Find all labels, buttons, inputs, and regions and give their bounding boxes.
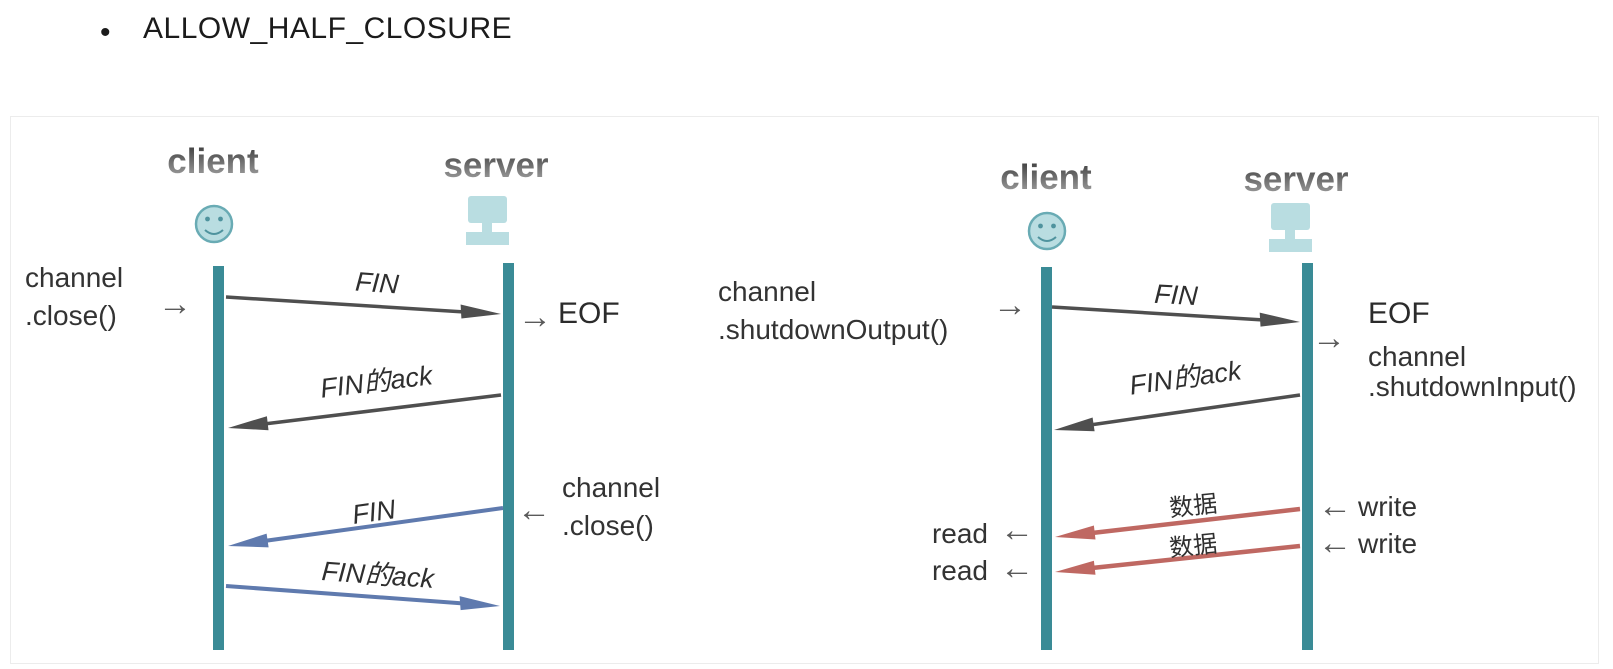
right-server-event-line3: .shutdownInput() <box>1368 371 1577 402</box>
arrow-left-icon: ← <box>1000 549 1034 587</box>
arrow-left-icon: ← <box>1000 511 1034 549</box>
left-server-trigger-line2: .close() <box>562 510 654 541</box>
arrow-right-icon: → <box>1312 319 1346 357</box>
page-title: ALLOW_HALF_CLOSURE <box>143 12 513 45</box>
left-client-label: client <box>143 142 283 182</box>
right-server-label: server <box>1226 160 1366 200</box>
left-eof-label: EOF <box>558 297 620 330</box>
arrow-right-icon: → <box>158 285 192 323</box>
right-message-data-2: 数据 <box>1168 530 1219 563</box>
right-write-label-1: write <box>1358 491 1418 522</box>
right-read-label-1: read <box>931 518 988 549</box>
right-server-event-line2: channel <box>1368 341 1467 372</box>
left-message-fin: FIN <box>354 266 400 300</box>
left-client-trigger-line1: channel <box>25 262 124 293</box>
right-client-label: client <box>976 158 1116 198</box>
bullet-point: • <box>100 16 111 49</box>
arrow-left-icon: ← <box>1318 524 1352 562</box>
right-client-trigger-line2: .shutdownOutput() <box>718 314 949 345</box>
left-server-label: server <box>426 146 566 186</box>
arrow-right-icon: → <box>993 286 1027 324</box>
left-server-trigger-line1: channel <box>562 472 661 503</box>
right-client-trigger-line1: channel <box>718 276 817 307</box>
right-message-data-1: 数据 <box>1168 490 1219 523</box>
diagram-panel <box>10 116 1599 664</box>
right-read-label-2: read <box>931 555 988 586</box>
right-write-label-2: write <box>1358 528 1418 559</box>
right-eof-label: EOF <box>1368 297 1430 330</box>
left-client-trigger-line2: .close() <box>25 300 117 331</box>
right-message-fin: FIN <box>1153 278 1199 312</box>
arrow-left-icon: ← <box>517 491 551 529</box>
arrow-left-icon: ← <box>1318 487 1352 525</box>
arrow-right-icon: → <box>518 298 552 336</box>
